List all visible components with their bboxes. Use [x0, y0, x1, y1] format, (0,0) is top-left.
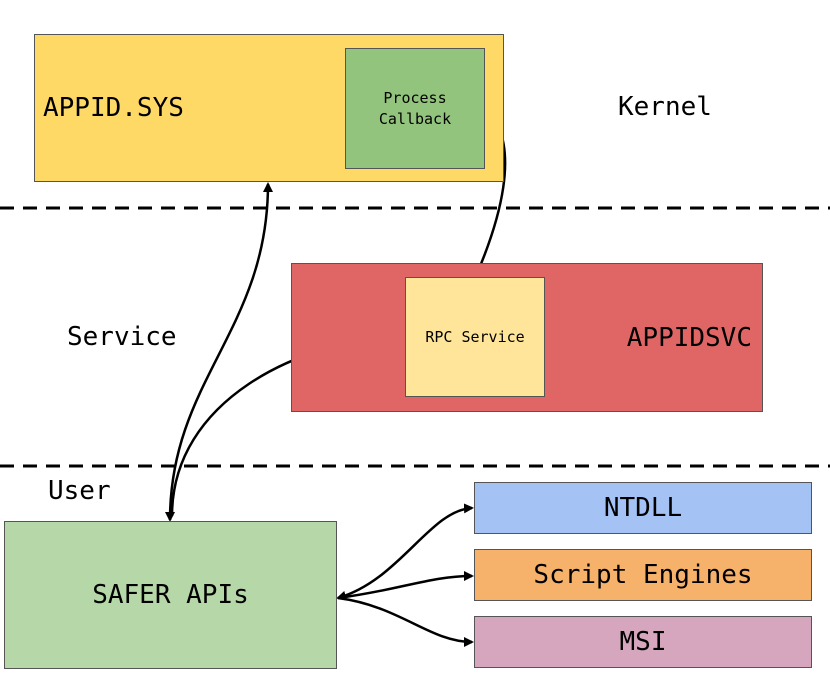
arrow-safer-to-ntdll	[336, 503, 474, 601]
user-layer-label: User	[48, 476, 111, 506]
service-layer-label: Service	[67, 322, 177, 352]
safer-apis-box: SAFER APIs	[4, 521, 337, 669]
script-engines-box: Script Engines	[474, 549, 812, 601]
appid-sys-label: APPID.SYS	[43, 93, 184, 123]
ntdll-label: NTDLL	[603, 493, 683, 523]
safer-apis-label: SAFER APIs	[92, 580, 249, 610]
appidsvc-label: APPIDSVC	[626, 322, 752, 353]
msi-label: MSI	[619, 627, 667, 657]
arrow-safer-to-script-engines	[337, 571, 474, 600]
arrow-safer-to-msi	[337, 596, 474, 647]
rpc-service-label: RPC Service	[425, 328, 525, 346]
process-callback-box: Process Callback	[345, 48, 485, 169]
process-callback-label: Process Callback	[378, 88, 452, 128]
ntdll-box: NTDLL	[474, 482, 812, 534]
kernel-layer-label: Kernel	[618, 92, 712, 122]
script-engines-label: Script Engines	[533, 560, 753, 590]
rpc-service-box: RPC Service	[405, 277, 545, 397]
msi-box: MSI	[474, 616, 812, 668]
arrow-safer-to-appid-sys	[165, 182, 273, 522]
